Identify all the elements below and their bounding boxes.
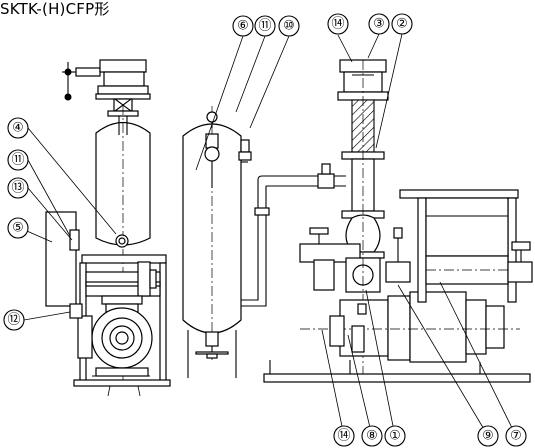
svg-text:⑫: ⑫	[7, 313, 20, 328]
callout-8: ⑧	[361, 425, 383, 447]
leader-lines	[19, 33, 517, 437]
callout-9: ⑨	[477, 425, 499, 447]
svg-text:⑭: ⑭	[331, 17, 344, 32]
svg-text:⑪: ⑪	[258, 19, 271, 34]
svg-text:⑪: ⑪	[11, 153, 24, 168]
callout-3: ③	[368, 13, 390, 35]
callout-14-top: ⑭	[327, 13, 349, 35]
svg-text:⑭: ⑭	[337, 429, 350, 444]
side-view	[45, 59, 171, 397]
svg-text:③: ③	[373, 17, 385, 32]
svg-text:①: ①	[389, 429, 401, 444]
svg-text:⑦: ⑦	[510, 429, 522, 444]
callout-12: ⑫	[3, 309, 25, 331]
callout-4: ④	[7, 117, 29, 139]
pump-front-view	[263, 59, 533, 383]
callout-11-top: ⑪	[254, 15, 276, 37]
pressure-tank	[182, 106, 346, 378]
callout-10: ⑩	[278, 15, 300, 37]
callout-1: ①	[384, 425, 406, 447]
svg-text:⑧: ⑧	[366, 429, 378, 444]
callout-2: ②	[391, 13, 413, 35]
callout-5: ⑤	[7, 217, 29, 239]
callout-6: ⑥	[232, 15, 254, 37]
svg-text:⑬: ⑬	[11, 181, 24, 196]
callout-13: ⑬	[7, 177, 29, 199]
drawing-title: SKTK-(H)CFP形	[0, 0, 110, 18]
callout-7: ⑦	[505, 425, 527, 447]
svg-text:②: ②	[396, 17, 408, 32]
svg-text:④: ④	[12, 121, 24, 136]
svg-text:⑤: ⑤	[12, 221, 24, 236]
callout-14-bottom: ⑭	[333, 425, 355, 447]
svg-text:⑥: ⑥	[237, 19, 249, 34]
callout-11-left: ⑪	[7, 149, 29, 171]
svg-text:⑩: ⑩	[283, 19, 295, 34]
svg-text:⑨: ⑨	[482, 429, 494, 444]
